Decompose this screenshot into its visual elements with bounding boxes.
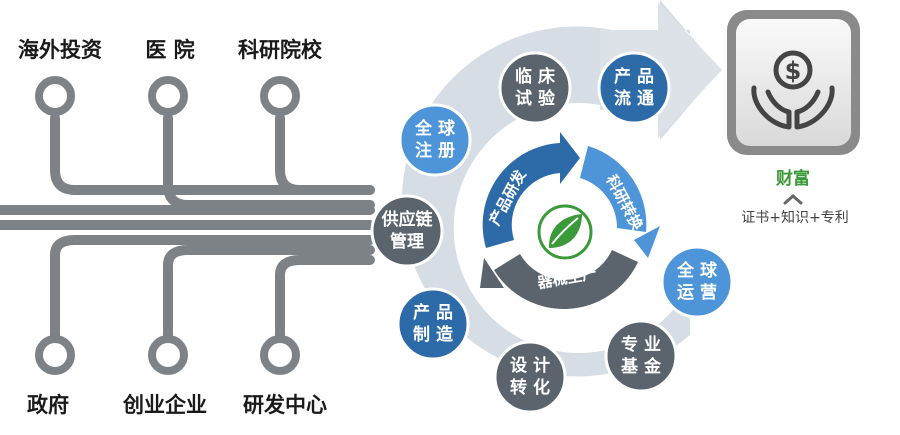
outer-circle-manufacturing — [396, 287, 470, 361]
wealth-sub: 证书+知识+专利 — [741, 209, 848, 226]
node-top-3 — [260, 76, 300, 116]
outer-label-4a: 供应链 — [381, 209, 434, 230]
outer-label-1a: 临 床 — [515, 66, 556, 87]
source-bottom-label-1: 政府 — [27, 393, 69, 417]
outer-label-3a: 全 球 — [414, 118, 456, 139]
outer-label-6b: 转 化 — [510, 377, 550, 398]
outer-circle-registration — [398, 103, 472, 177]
outer-circles — [370, 51, 734, 414]
wealth-label: 财富 — [775, 168, 810, 189]
outer-circle-circulation — [597, 51, 671, 125]
source-top-label-1: 海外投资 — [18, 38, 102, 62]
source-top-label-3: 科研院校 — [238, 38, 323, 62]
source-top-label-2: 医 院 — [145, 38, 194, 62]
node-top-1 — [35, 76, 75, 116]
node-top-2 — [148, 76, 188, 116]
outer-circle-design — [493, 340, 567, 414]
outer-label-7b: 基 金 — [620, 356, 662, 377]
outer-label-5b: 制 造 — [413, 324, 454, 345]
connector-lines — [0, 113, 375, 340]
node-bottom-3 — [260, 335, 300, 375]
wealth-card: $ — [727, 10, 860, 155]
outer-label-4b: 管理 — [390, 231, 424, 252]
chevron-up-icon — [783, 194, 803, 205]
node-bottom-1 — [35, 335, 75, 375]
source-bottom-label-3: 研发中心 — [243, 393, 327, 417]
outer-label-2b: 流 通 — [614, 88, 654, 109]
outer-circle-supply — [370, 194, 444, 268]
outer-label-5a: 产 品 — [413, 302, 453, 323]
outer-label-7a: 专 业 — [621, 334, 661, 355]
leaf-logo-icon — [537, 204, 593, 260]
inner-cycle-ring — [480, 132, 660, 310]
outer-circle-clinical — [498, 51, 572, 125]
outer-label-2a: 产 品 — [614, 66, 654, 87]
source-bottom-label-2: 创业企业 — [122, 393, 207, 417]
outer-label-8a: 全 球 — [676, 260, 718, 281]
source-nodes — [35, 76, 300, 375]
outer-label-1b: 试 验 — [515, 88, 556, 109]
outer-circle-operation — [660, 245, 734, 319]
money-hands-icon — [751, 50, 835, 130]
outer-label-8b: 运 营 — [677, 282, 717, 303]
outer-label-6a: 设 计 — [510, 355, 550, 376]
outer-circle-fund — [604, 319, 678, 393]
svg-text:$: $ — [785, 57, 802, 85]
node-bottom-2 — [148, 335, 188, 375]
outer-label-3b: 注 册 — [415, 140, 455, 161]
